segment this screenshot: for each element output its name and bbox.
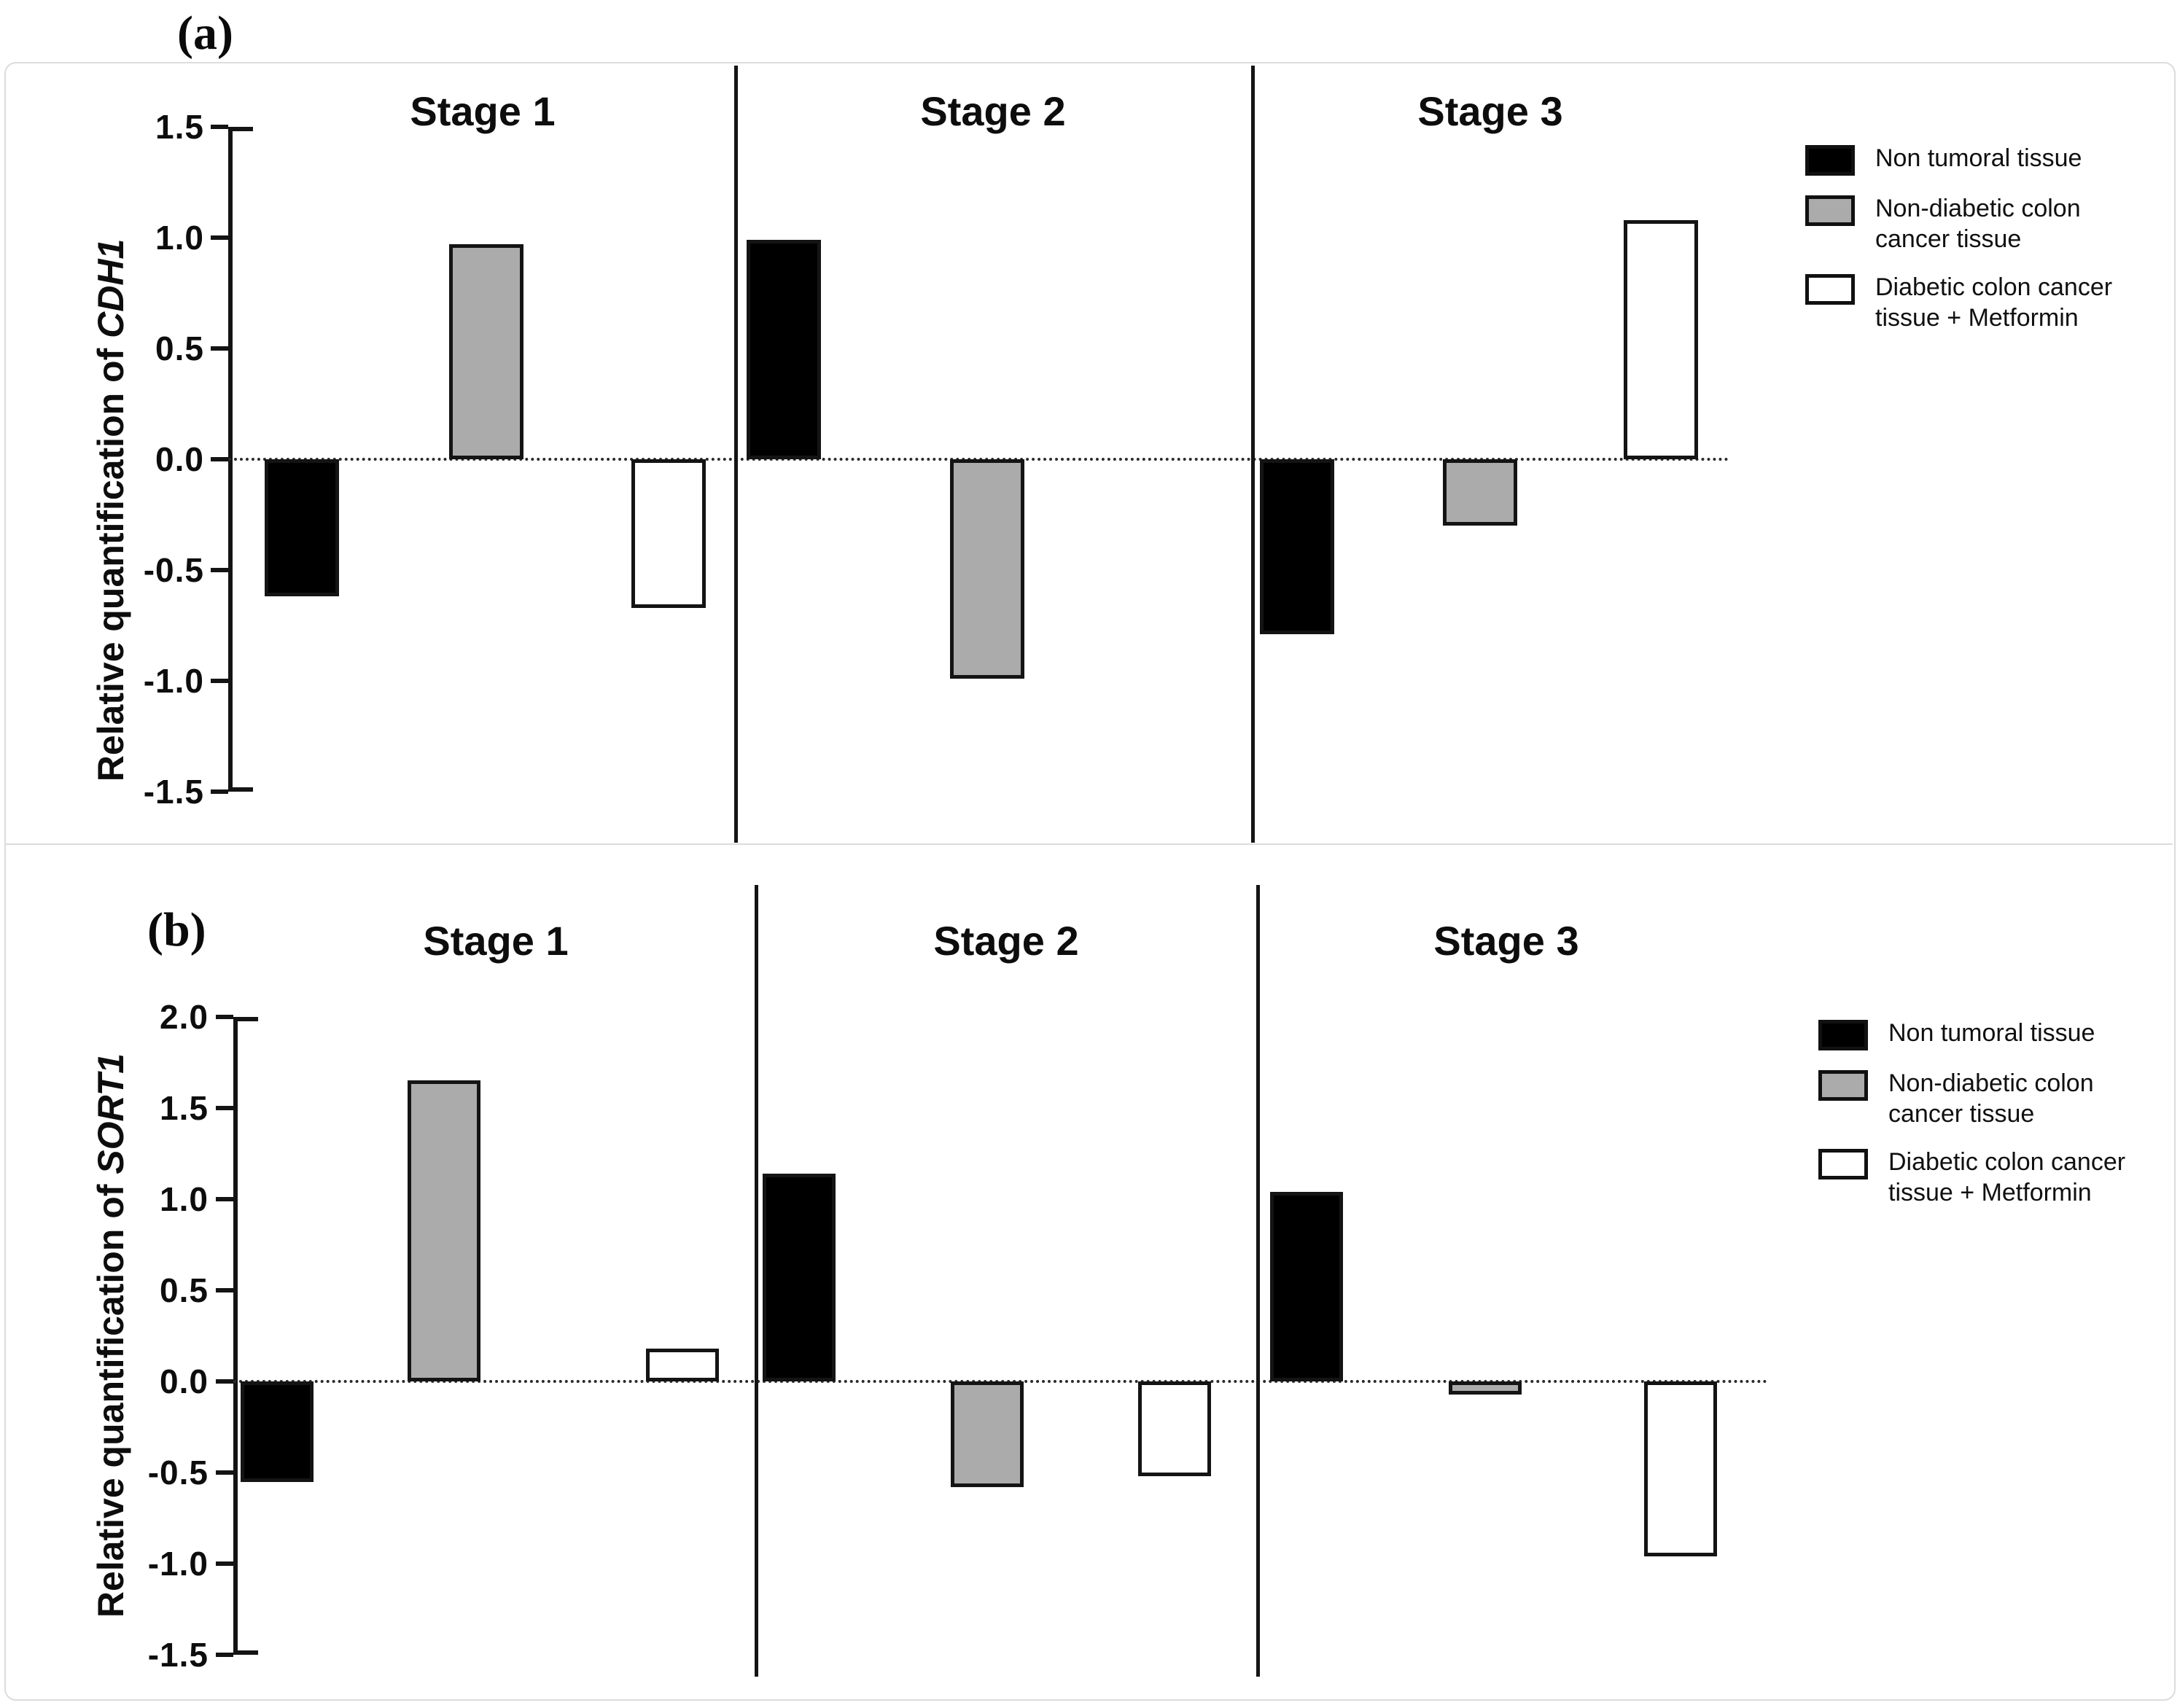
panel-b-ytick-1.5: 1.5 [160, 1089, 209, 1127]
panel-b-ytick-0.5: 0.5 [160, 1271, 209, 1309]
panel-b-ytick--1.5: -1.5 [147, 1636, 209, 1674]
panel-a-stage-3-title: Stage 3 [1417, 88, 1563, 134]
y-axis-bottom-cap [238, 1650, 258, 1655]
bar-stage3-series1 [1260, 459, 1334, 634]
panel-b-ytick--1.0: -1.0 [147, 1545, 209, 1583]
y-tick-mark [216, 1288, 233, 1292]
panel-a-label: (a) [177, 7, 233, 60]
black-swatch-icon [1805, 145, 1855, 176]
stage-divider-2 [1251, 66, 1255, 843]
y-tick-mark [216, 1470, 233, 1475]
y-tick-mark [216, 1015, 233, 1019]
legend-item-non-diabetic: Non-diabetic colon cancer tissue [1805, 193, 2112, 254]
panel-a-legend: Non tumoral tissue Non-diabetic colon ca… [1805, 143, 2112, 333]
legend-label: Non tumoral tissue [1888, 1019, 2095, 1047]
panel-b-stage-2-title: Stage 2 [933, 918, 1079, 964]
y-axis-bottom-cap [233, 787, 253, 792]
panel-a-chart: Relative quantification of CDH1 Stage 1 … [0, 0, 2180, 844]
panel-a-stage-1-title: Stage 1 [410, 88, 556, 134]
black-swatch-icon [1818, 1020, 1868, 1050]
bar-stage1-series2 [408, 1080, 480, 1381]
panel-b-ytick-0.0: 0.0 [160, 1362, 209, 1400]
bar-stage1-series3 [646, 1349, 719, 1381]
bar-stage1-series3 [631, 459, 706, 608]
white-swatch-icon [1818, 1149, 1868, 1179]
y-tick-mark [211, 679, 228, 683]
panel-a-ytick-1.0: 1.0 [155, 219, 204, 257]
panel-b-legend: Non tumoral tissue Non-diabetic colon ca… [1818, 1018, 2125, 1208]
bar-stage2-series1 [763, 1174, 836, 1381]
white-swatch-icon [1805, 274, 1855, 305]
panel-a-ytick-0.0: 0.0 [155, 440, 204, 478]
y-tick-mark [211, 568, 228, 572]
gray-swatch-icon [1805, 195, 1855, 226]
y-tick-mark [211, 457, 228, 461]
legend-label: Diabetic colon cancer tissue + Metformin [1888, 1148, 2126, 1206]
bar-stage2-series2 [950, 459, 1024, 679]
panel-b-stage-1-title: Stage 1 [423, 918, 569, 964]
bar-stage1-series2 [449, 244, 523, 459]
legend-item-non-tumoral: Non tumoral tissue [1818, 1018, 2125, 1050]
y-tick-mark [216, 1653, 233, 1657]
panel-separator-line [6, 843, 2173, 845]
gray-swatch-icon [1818, 1070, 1868, 1101]
legend-label: Diabetic colon cancer tissue + Metformin [1875, 273, 2113, 332]
bar-stage3-series3 [1644, 1381, 1717, 1556]
y-axis-line [233, 1017, 238, 1655]
panel-b-ytick--0.5: -0.5 [147, 1454, 209, 1491]
stage-divider-2 [1256, 885, 1260, 1677]
figure-frame [4, 62, 2176, 1701]
legend-label: Non tumoral tissue [1875, 144, 2082, 172]
y-tick-mark [211, 789, 228, 794]
bar-stage2-series1 [747, 240, 821, 459]
bar-stage3-series2 [1443, 459, 1517, 526]
y-tick-mark [211, 235, 228, 240]
y-axis-top-cap [238, 1017, 258, 1021]
panel-b-ytick-2.0: 2.0 [160, 998, 209, 1036]
panel-b-y-axis-title: Relative quantification of SORT1 [90, 1053, 132, 1618]
bar-stage1-series1 [265, 459, 339, 596]
legend-label: Non-diabetic colon cancer tissue [1888, 1069, 2094, 1128]
stage-divider-1 [755, 885, 758, 1677]
legend-label: Non-diabetic colon cancer tissue [1875, 195, 2081, 253]
bar-stage3-series2 [1449, 1381, 1522, 1395]
bar-stage2-series2 [951, 1381, 1024, 1487]
y-tick-mark [216, 1379, 233, 1384]
y-tick-mark [211, 346, 228, 351]
bar-stage1-series1 [241, 1381, 314, 1482]
y-tick-mark [216, 1197, 233, 1201]
legend-item-non-diabetic: Non-diabetic colon cancer tissue [1818, 1068, 2125, 1129]
y-tick-mark [216, 1106, 233, 1110]
stage-divider-1 [734, 66, 738, 843]
bar-stage3-series1 [1270, 1192, 1343, 1381]
panel-b-stage-3-title: Stage 3 [1433, 918, 1579, 964]
bar-stage2-series3 [1138, 1381, 1211, 1476]
y-axis-top-cap [233, 127, 253, 131]
y-tick-mark [211, 125, 228, 129]
panel-a-ytick--1.0: -1.0 [143, 662, 204, 700]
panel-b-label: (b) [147, 903, 206, 956]
legend-item-diabetic-metformin: Diabetic colon cancer tissue + Metformin [1805, 272, 2112, 333]
legend-item-non-tumoral: Non tumoral tissue [1805, 143, 2112, 176]
panel-b-ytick-1.0: 1.0 [160, 1180, 209, 1218]
y-tick-mark [216, 1561, 233, 1566]
panel-a-ytick--1.5: -1.5 [143, 773, 204, 811]
bar-stage3-series3 [1624, 220, 1698, 459]
panel-a-stage-2-title: Stage 2 [920, 88, 1066, 134]
legend-item-diabetic-metformin: Diabetic colon cancer tissue + Metformin [1818, 1147, 2125, 1208]
panel-a-ytick-1.5: 1.5 [155, 108, 204, 146]
panel-a-ytick-0.5: 0.5 [155, 329, 204, 367]
panel-a-ytick--0.5: -0.5 [143, 551, 204, 589]
